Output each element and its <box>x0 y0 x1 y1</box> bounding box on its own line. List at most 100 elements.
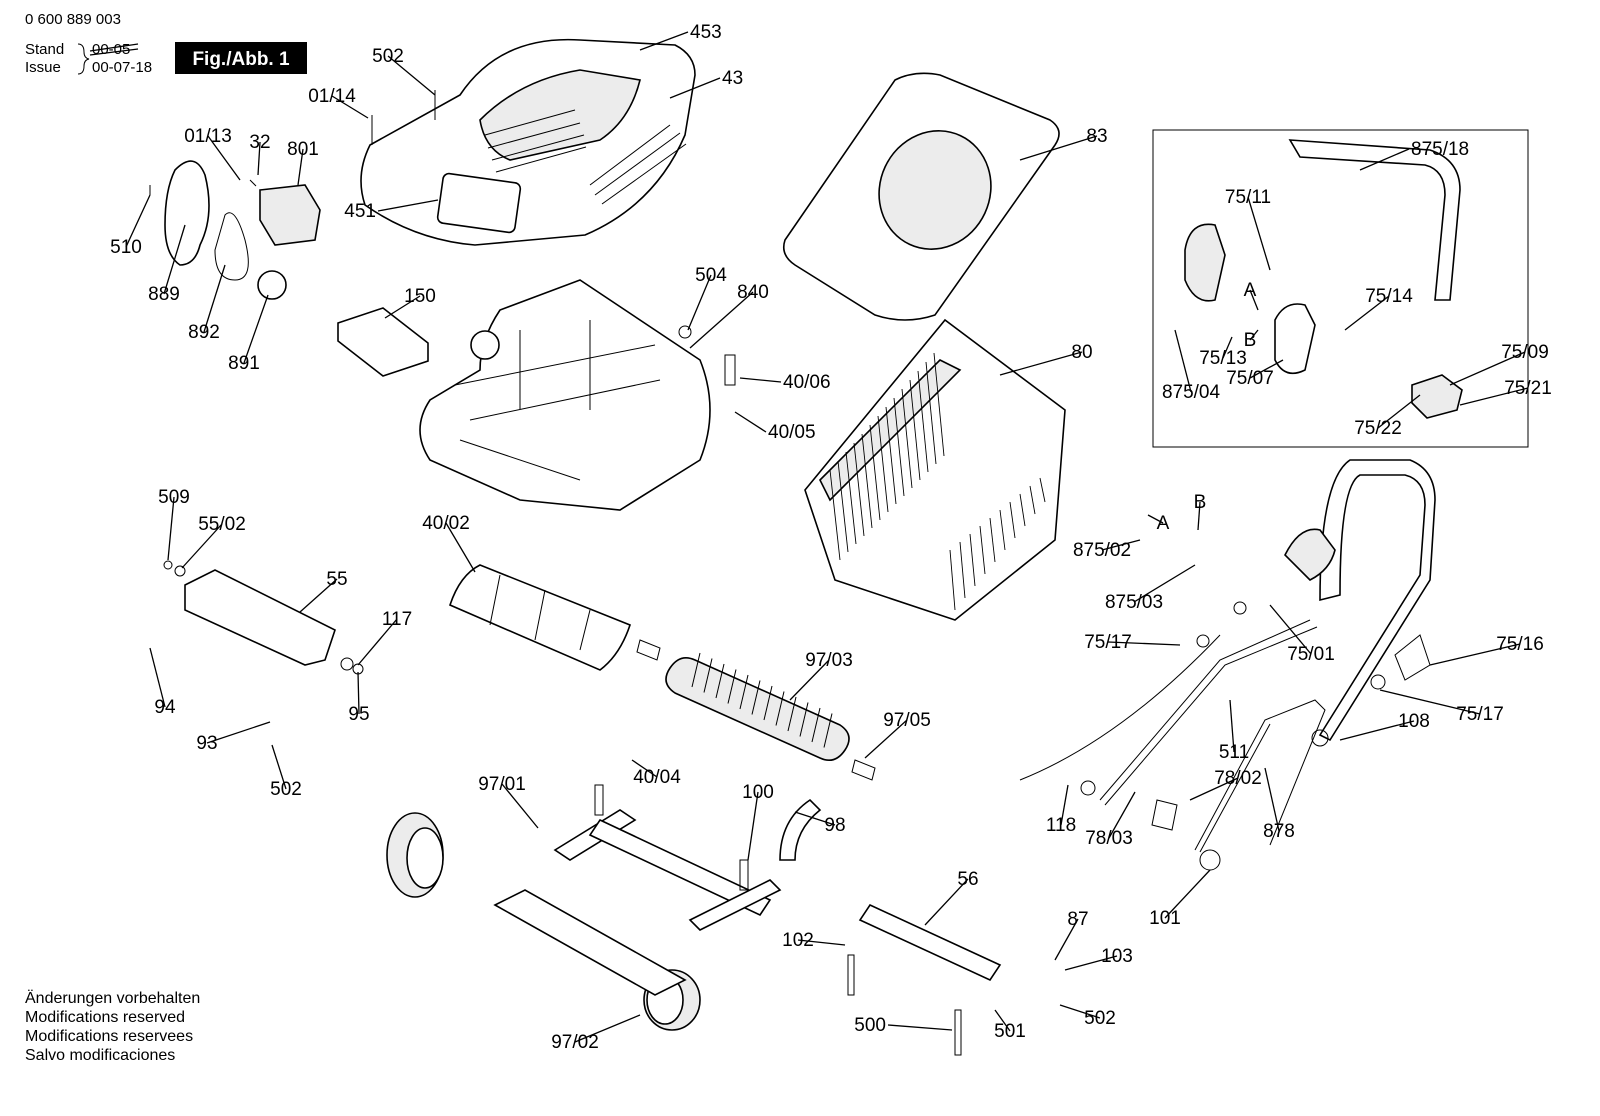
mesh-line <box>1029 485 1036 515</box>
leader-line <box>1459 387 1529 406</box>
switch-box <box>1184 223 1226 302</box>
part-number-label: 509 <box>158 487 190 508</box>
mesh-line <box>979 525 986 575</box>
part-number-label: 451 <box>344 201 376 222</box>
strike-line <box>89 48 139 56</box>
leader-line <box>1164 869 1211 919</box>
part-number-label: 889 <box>148 284 180 305</box>
part-number-label: 75/21 <box>1504 378 1552 399</box>
leader-line <box>125 194 151 248</box>
part-number-label: 40/02 <box>422 513 470 534</box>
part-number-label: 840 <box>737 282 769 303</box>
leader-line <box>206 721 271 744</box>
switch-cover <box>1274 303 1316 375</box>
part-number-label: 117 <box>382 609 412 630</box>
leader-line <box>1197 501 1201 531</box>
leader-line <box>794 811 836 826</box>
filter-pad <box>337 307 429 377</box>
part-number-label: B <box>1194 492 1207 513</box>
part-number-label: 78/03 <box>1085 828 1133 849</box>
part-number-label: 103 <box>1101 946 1133 967</box>
part-number-label: 75/22 <box>1354 418 1402 439</box>
belt-cover <box>164 160 210 266</box>
leader-line <box>384 295 421 319</box>
leader-lines <box>125 31 1529 1043</box>
leader-line <box>1344 295 1390 331</box>
part-number-label: 01/14 <box>308 86 356 107</box>
leader-line <box>1249 329 1259 341</box>
leader-line <box>864 719 908 759</box>
mesh-line <box>845 451 857 545</box>
mesh-line <box>1039 477 1046 503</box>
leader-line <box>1249 359 1284 379</box>
leader-line <box>669 77 721 99</box>
leader-line <box>574 1014 641 1043</box>
mesh-line <box>877 415 889 513</box>
leader-line <box>1133 564 1196 603</box>
leader-line <box>887 1024 953 1031</box>
part-number-label: 98 <box>824 815 845 836</box>
leader-line <box>445 522 476 573</box>
lid-handle <box>878 130 992 250</box>
part-number-label: 502 <box>270 779 302 800</box>
leader-line <box>639 31 689 51</box>
mesh-line <box>861 433 873 529</box>
roller-rib <box>787 696 797 732</box>
part-number-label: 40/05 <box>768 422 816 443</box>
part-number-label: B <box>1244 330 1257 351</box>
footer-note: Salvo modificaciones <box>25 1047 175 1064</box>
part-number-label: 502 <box>372 46 404 67</box>
part-number-label: 500 <box>854 1015 886 1036</box>
mesh-line <box>969 533 976 587</box>
leader-line <box>271 744 287 790</box>
leader-line <box>207 135 241 181</box>
part-number-label: 510 <box>110 237 142 258</box>
part-number-label: 87 <box>1067 909 1088 930</box>
leader-line <box>734 411 767 433</box>
mesh-line <box>1009 501 1016 539</box>
issue-label: Issue <box>25 59 61 76</box>
leader-line <box>1249 289 1259 311</box>
part-number-label: 55/02 <box>198 514 246 535</box>
leader-line <box>1019 135 1098 161</box>
part-drawings <box>149 38 1529 1056</box>
part-number-label: 40/04 <box>633 767 681 788</box>
part-number-label: 875/18 <box>1411 139 1469 160</box>
mesh-line <box>949 549 956 611</box>
part-number-label: 94 <box>154 697 176 718</box>
leader-line <box>994 1009 1011 1032</box>
part-number-label: 78/02 <box>1214 768 1262 789</box>
leader-line <box>377 199 439 212</box>
mesh-line <box>933 352 945 457</box>
blade-carrier <box>184 569 336 666</box>
handle-assembly <box>1019 459 1436 853</box>
switch-detail-inset <box>1152 129 1529 448</box>
part-number-label: 504 <box>695 265 727 286</box>
roller-rib <box>823 713 833 748</box>
leader-line <box>739 377 782 383</box>
grass-box <box>804 318 1066 621</box>
plug-housing <box>1411 374 1463 419</box>
part-number-label: 32 <box>249 132 270 153</box>
leader-line <box>1269 604 1312 655</box>
leader-line <box>1174 329 1192 393</box>
leader-line <box>1247 196 1271 271</box>
part-number-label: 97/05 <box>883 710 931 731</box>
mesh-line <box>999 509 1006 551</box>
front-wheel <box>386 812 444 898</box>
footer-notes: Änderungen vorbehalten Modifications res… <box>25 989 200 1064</box>
part-number-label: 93 <box>196 733 217 754</box>
part-number-label: 75/07 <box>1226 368 1274 389</box>
part-number-label: 101 <box>1149 908 1181 929</box>
adjust-bar <box>858 903 1002 982</box>
mesh-line <box>925 361 937 465</box>
part-number-label: 83 <box>1086 126 1107 147</box>
part-number-label: A <box>1157 513 1170 534</box>
leader-line <box>1101 539 1141 551</box>
part-number-label: 75/17 <box>1456 704 1504 725</box>
drive-belt <box>214 212 249 281</box>
footer-note: Modifications reserved <box>25 1009 185 1026</box>
mesh-line <box>901 388 913 489</box>
